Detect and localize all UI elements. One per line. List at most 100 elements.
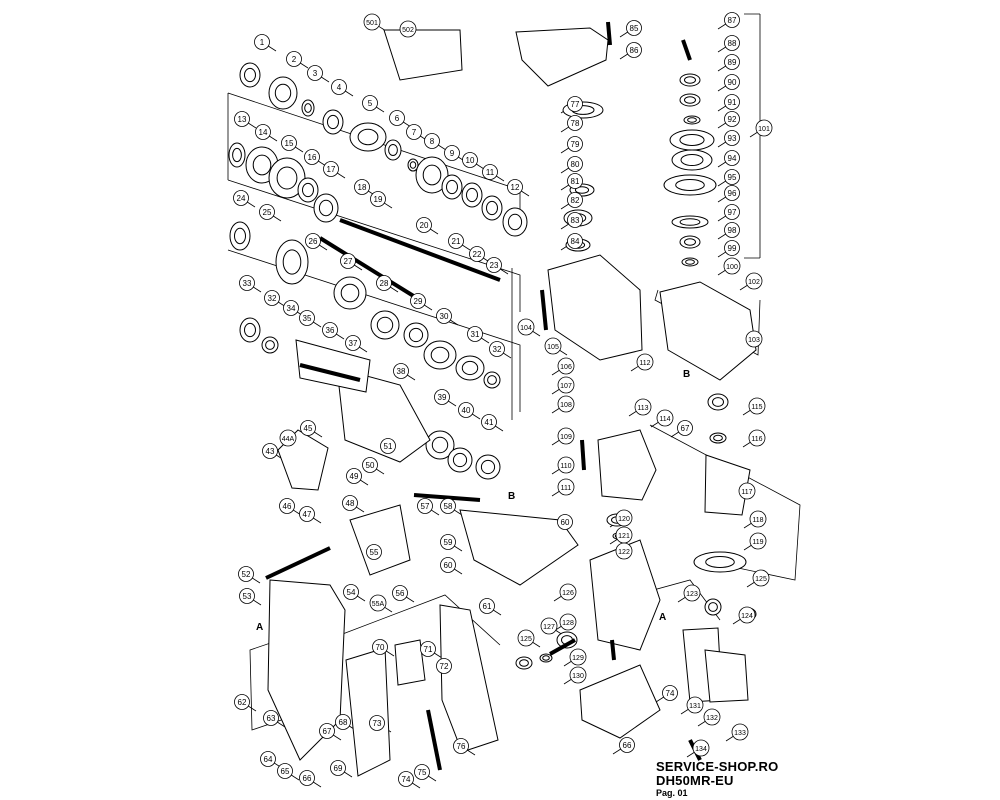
- part-callout: 58: [440, 498, 456, 514]
- part-number: 21: [452, 237, 461, 246]
- part-number: 17: [327, 165, 336, 174]
- part-callout: 62: [234, 694, 250, 710]
- part-number: 106: [560, 364, 572, 371]
- part-callout: 502: [399, 20, 417, 38]
- part-number: 24: [237, 194, 246, 203]
- part-number: 51: [384, 442, 393, 451]
- part-callout: 14: [255, 124, 271, 140]
- part-callout: 86: [626, 42, 642, 58]
- part-number: 125: [520, 636, 532, 643]
- part-number: 44A: [282, 436, 295, 443]
- part-callout: 102: [745, 272, 763, 290]
- part-number: 36: [326, 326, 335, 335]
- brand-label: SERVICE-SHOP.RO: [656, 759, 779, 774]
- part-number: 111: [561, 485, 572, 492]
- part-callout: 101: [755, 119, 773, 137]
- part-callout: 98: [724, 222, 740, 238]
- reference-marker: B: [683, 369, 690, 380]
- part-callout: 23: [486, 257, 502, 273]
- part-callout: 81: [567, 173, 583, 189]
- part-number: 29: [414, 297, 423, 306]
- part-callout: 120: [615, 509, 633, 527]
- part-callout: 15: [281, 135, 297, 151]
- part-number: 64: [264, 755, 273, 764]
- part-callout: 20: [416, 217, 432, 233]
- part-number: 66: [303, 774, 312, 783]
- part-callout: 26: [305, 233, 321, 249]
- part-number: 11: [486, 168, 495, 177]
- part-callout: 106: [557, 357, 575, 375]
- part-callout: 44A: [279, 429, 297, 447]
- part-callout: 96: [724, 185, 740, 201]
- part-number: 13: [238, 115, 247, 124]
- part-number: 108: [560, 402, 572, 409]
- part-number: 87: [728, 16, 737, 25]
- part-callout: 67: [677, 420, 693, 436]
- part-number: 88: [728, 39, 737, 48]
- part-callout: 131: [686, 696, 704, 714]
- part-number: 114: [659, 416, 670, 423]
- part-number: 119: [752, 539, 763, 546]
- part-number: 76: [457, 742, 466, 751]
- part-number: 124: [741, 613, 753, 620]
- part-number: 79: [571, 140, 580, 149]
- part-number: 20: [420, 221, 429, 230]
- part-number: 33: [243, 279, 252, 288]
- part-number: 133: [734, 730, 746, 737]
- part-number: 115: [751, 404, 762, 411]
- part-callout: 2: [286, 51, 302, 67]
- part-callout: 104: [517, 318, 535, 336]
- part-number: 62: [238, 698, 247, 707]
- part-number: 3: [313, 69, 318, 78]
- part-callout: 122: [615, 542, 633, 560]
- part-callout: 115: [748, 397, 766, 415]
- part-number: 72: [440, 662, 449, 671]
- part-number: 45: [304, 424, 313, 433]
- part-number: 118: [752, 517, 763, 524]
- part-callout: 63: [263, 710, 279, 726]
- part-callout: 89: [724, 54, 740, 70]
- part-callout: 48: [342, 495, 358, 511]
- part-number: 60: [561, 518, 570, 527]
- part-callout: 92: [724, 111, 740, 127]
- part-number: 8: [430, 137, 435, 146]
- part-callout: 70: [372, 639, 388, 655]
- part-callout: 37: [345, 335, 361, 351]
- part-number: 71: [424, 645, 433, 654]
- part-callout: 60: [440, 557, 456, 573]
- part-number: 502: [402, 27, 414, 34]
- part-callout: 36: [322, 322, 338, 338]
- part-callout: 126: [559, 583, 577, 601]
- part-number: 54: [347, 588, 356, 597]
- part-callout: 113: [634, 398, 652, 416]
- part-callout: 1: [254, 34, 270, 50]
- reference-marker: A: [659, 612, 666, 623]
- part-callout: 7: [406, 124, 422, 140]
- part-number: 59: [444, 538, 453, 547]
- part-number: 49: [350, 472, 359, 481]
- part-callout: 112: [636, 353, 654, 371]
- part-number: 85: [630, 24, 639, 33]
- part-number: 120: [618, 516, 630, 523]
- part-callout: 109: [557, 427, 575, 445]
- part-number: 96: [728, 189, 737, 198]
- part-number: 95: [728, 173, 737, 182]
- part-number: 109: [560, 434, 572, 441]
- part-callout: 50: [362, 457, 378, 473]
- part-callout: 87: [724, 12, 740, 28]
- part-callout: 73: [369, 715, 385, 731]
- part-callout: 121: [615, 526, 633, 544]
- part-callout: 29: [410, 293, 426, 309]
- part-callout: 93: [724, 130, 740, 146]
- part-number: 77: [571, 100, 580, 109]
- part-callout: 55A: [369, 594, 387, 612]
- part-number: 129: [572, 655, 584, 662]
- part-callout: 9: [444, 145, 460, 161]
- part-callout: 79: [567, 136, 583, 152]
- part-number: 32: [493, 345, 502, 354]
- part-number: 5: [368, 99, 373, 108]
- part-number: 55: [370, 548, 379, 557]
- part-callout: 85: [626, 20, 642, 36]
- part-callout: 132: [703, 708, 721, 726]
